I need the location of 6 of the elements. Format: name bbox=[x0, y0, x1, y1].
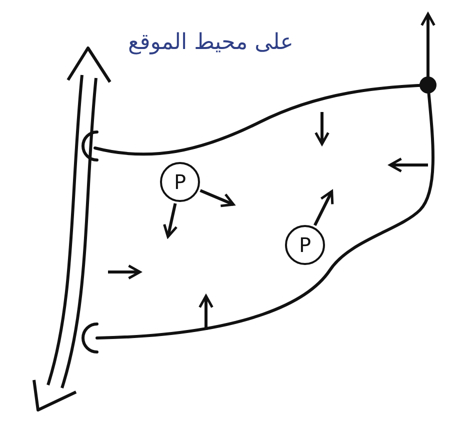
circle-node: P bbox=[160, 162, 200, 202]
site-perimeter-label: على محيط الموقع bbox=[128, 30, 294, 55]
arrow bbox=[314, 190, 334, 226]
circle-node: P bbox=[285, 225, 325, 265]
arrow bbox=[200, 189, 235, 208]
arrow bbox=[163, 203, 178, 238]
